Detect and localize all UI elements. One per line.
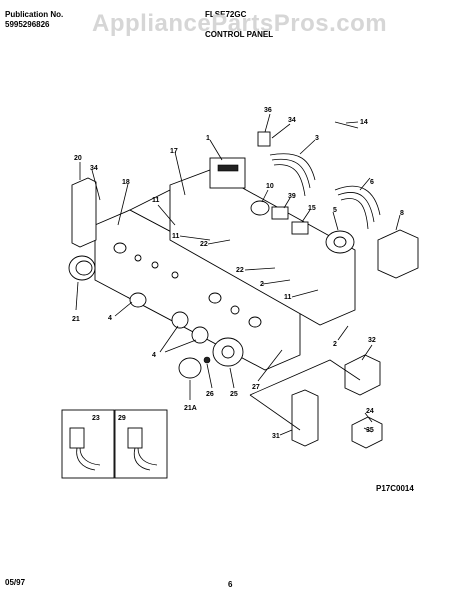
control-box-part [377, 229, 419, 279]
knob-4a [129, 292, 147, 308]
publication-number: 5995296826 [5, 20, 50, 29]
callout-39: 39 [288, 193, 296, 200]
callout-6: 6 [370, 179, 374, 186]
callout-15: 15 [308, 205, 316, 212]
callout-21: 21 [72, 316, 80, 323]
footer-date: 05/97 [5, 578, 26, 587]
callout-34b: 34 [90, 165, 98, 172]
callout-17: 17 [170, 148, 178, 155]
callout-31: 31 [272, 433, 280, 440]
knob-4b [171, 311, 189, 329]
selector-switch-10 [250, 200, 270, 216]
callout-22a: 22 [200, 241, 208, 248]
callout-2a: 2 [260, 281, 264, 288]
watermark: AppliancePartsPros.com [92, 10, 388, 37]
callout-14: 14 [360, 119, 368, 126]
callout-1: 1 [206, 135, 210, 142]
model-number: FLSE72GC [205, 10, 247, 19]
callout-34a: 34 [288, 117, 296, 124]
callout-36: 36 [264, 107, 272, 114]
callout-11a: 11 [152, 197, 160, 204]
panel-knob-holes [113, 242, 262, 328]
callout-23: 23 [92, 415, 100, 422]
callout-24: 24 [366, 408, 374, 415]
callout-labels: 1 36 34 14 3 17 20 34 6 18 10 39 11 15 5… [72, 107, 404, 440]
spring-26 [203, 356, 211, 364]
footer-page: 6 [228, 580, 233, 589]
callout-32: 32 [368, 337, 376, 344]
callout-8: 8 [400, 210, 404, 217]
callout-11c: 11 [284, 294, 292, 301]
wire-harness-6 [334, 185, 381, 230]
callout-10: 10 [266, 183, 274, 190]
knob-21a [178, 357, 202, 379]
callout-21a: 21A [184, 405, 197, 412]
callout-11b: 11 [172, 233, 180, 240]
switch-36-part [257, 131, 271, 147]
callout-4a: 4 [108, 315, 112, 322]
callout-4b: 4 [152, 352, 156, 359]
bracket-20-part [71, 177, 97, 248]
lid-switch-32 [344, 354, 381, 396]
harness-29-drawing [127, 427, 158, 471]
callout-22b: 22 [236, 267, 244, 274]
callout-26: 26 [206, 391, 214, 398]
section-title: CONTROL PANEL [205, 30, 274, 39]
callout-20: 20 [74, 155, 82, 162]
callout-25: 25 [230, 391, 238, 398]
callout-18: 18 [122, 179, 130, 186]
switch-15 [291, 221, 309, 235]
callout-35: 35 [366, 427, 374, 434]
wire-harness-3 [269, 153, 316, 197]
harness-23-drawing [69, 427, 101, 471]
callout-3: 3 [315, 135, 319, 142]
knob-4c [191, 326, 209, 344]
callout-27: 27 [252, 384, 260, 391]
switch-39 [271, 206, 289, 220]
lid-switch-bracket-31 [291, 389, 319, 447]
publication-label: Publication No. [5, 10, 64, 19]
callout-2b: 2 [333, 341, 337, 348]
callout-29: 29 [118, 415, 126, 422]
leader-lines [75, 113, 401, 436]
diagram-code: P17C0014 [376, 484, 414, 493]
timer-part [209, 157, 246, 189]
callout-5: 5 [333, 207, 337, 214]
